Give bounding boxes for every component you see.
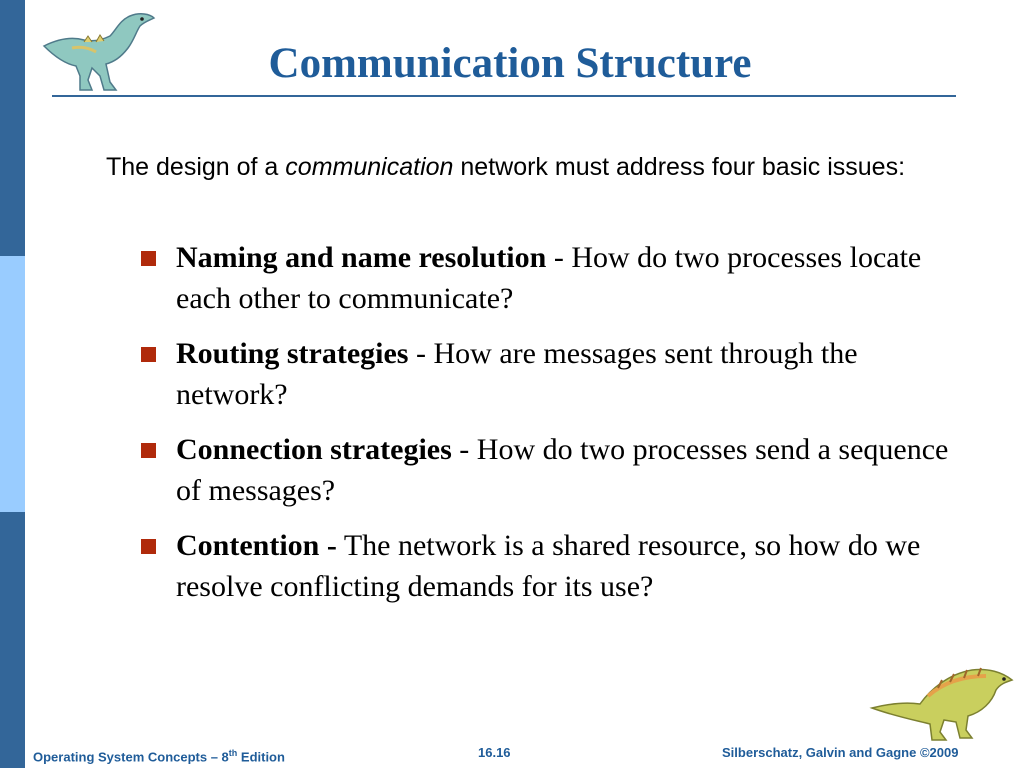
bullet-term: Connection strategies [176,433,452,466]
bullet-separator [337,529,344,562]
dinosaur-icon [42,13,156,91]
left-sidebar-highlight [0,256,25,512]
footer-book-title: Operating System Concepts – 8th Edition [33,744,285,766]
square-bullet-icon [141,539,156,554]
bullet-text: How do two processes send a sequence of … [176,433,949,507]
bullet-term: Naming and name resolution [176,241,547,274]
intro-text-end: network must address four basic issues: [453,153,906,181]
bullet-text: The network is a shared resource, so how… [176,529,921,603]
footer-slide-number: 16.16 [478,745,511,760]
list-item: Naming and name resolution - How do two … [140,237,970,319]
footer-book-title-text: Operating System Concepts – 8 [33,749,229,765]
title-divider [52,95,956,97]
intro-paragraph: The design of a communication network mu… [106,152,936,183]
bullet-text: How are messages sent through the networ… [176,337,858,411]
square-bullet-icon [141,347,156,362]
bullet-text: How do two processes locate each other t… [176,241,922,315]
bullet-term: Contention - [176,529,337,562]
intro-emphasis: communication [285,153,454,181]
square-bullet-icon [141,251,156,266]
list-item: Contention - The network is a shared res… [140,525,970,607]
bullet-separator: - [408,337,434,370]
square-bullet-icon [141,443,156,458]
bullet-separator: - [546,241,572,274]
slide-title: Communication Structure [268,40,752,87]
footer-edition-text: Edition [237,749,285,765]
bullet-term: Routing strategies [176,337,409,370]
intro-text-start: The design of a [106,153,286,181]
list-item: Routing strategies - How are messages se… [140,333,970,415]
footer-authors: Silberschatz, Galvin and Gagne ©2009 [722,745,959,760]
dinosaur-icon [869,667,1014,741]
footer-superscript: th [228,748,238,758]
bullet-separator: - [451,433,477,466]
bullet-list: Naming and name resolution - How do two … [140,237,970,621]
list-item: Connection strategies - How do two proce… [140,429,970,511]
